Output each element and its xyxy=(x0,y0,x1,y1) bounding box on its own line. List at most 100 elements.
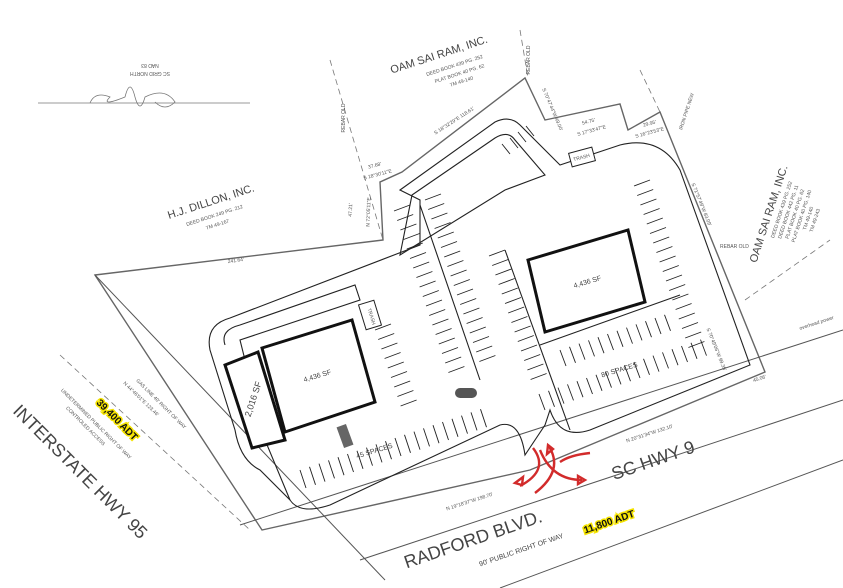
parking-stall-line xyxy=(595,374,603,391)
parking-stall-line xyxy=(678,312,695,320)
svg-text:N 19°18'37"W 198.70': N 19°18'37"W 198.70' xyxy=(446,492,494,513)
svg-text:TRASH: TRASH xyxy=(573,153,591,163)
parking-stall-line xyxy=(656,246,673,253)
svg-text:80 SPACES: 80 SPACES xyxy=(601,362,639,380)
north-aisle xyxy=(399,133,546,257)
parking-stall-line xyxy=(400,399,417,407)
parking-stall-line xyxy=(460,298,477,305)
parking-stall-line xyxy=(569,346,576,363)
parking-stall-line xyxy=(672,293,689,301)
parking-stall-line xyxy=(645,321,652,338)
parking-stall-line xyxy=(488,249,506,257)
svg-text:SC GRID NORTH: SC GRID NORTH xyxy=(130,70,170,76)
parking-island xyxy=(419,204,681,431)
parking-stall-line xyxy=(397,390,414,397)
trash-enclosure xyxy=(567,146,597,168)
parcel-line xyxy=(639,69,661,113)
svg-text:overhead power: overhead power xyxy=(799,315,835,332)
parking-stall-line xyxy=(653,236,670,244)
parking-stall-line xyxy=(616,330,624,347)
parking-stall-line xyxy=(423,428,430,447)
svg-text:REBAR OLD: REBAR OLD xyxy=(526,45,532,74)
parking-stall-line xyxy=(700,339,707,356)
parking-stall-line xyxy=(356,450,364,469)
parking-stall-line xyxy=(548,390,555,407)
parking-stall-line xyxy=(633,361,641,379)
building-small xyxy=(223,350,287,450)
parking-stall-line xyxy=(432,425,440,444)
parking-stall-line xyxy=(671,349,679,366)
arrow-icon xyxy=(519,447,541,488)
north-arrow: SC GRID NORTH NAD 83 xyxy=(38,62,250,108)
parking-stall-line xyxy=(456,288,474,296)
parking-stall-line xyxy=(681,345,688,363)
parking-stall-line xyxy=(318,463,326,482)
parking-stall-line xyxy=(469,326,486,334)
parking-stall-line xyxy=(530,373,547,380)
parking-stall-line xyxy=(406,242,423,250)
parking-stall-line xyxy=(476,345,493,353)
road-label-sc-hwy: SC HWY 9 xyxy=(609,437,697,484)
parking-stall-line xyxy=(466,317,483,324)
parking-stall-line xyxy=(567,384,574,401)
parking-stall-line xyxy=(381,342,398,350)
parking-stall-line xyxy=(514,325,531,333)
parking-stall-line xyxy=(374,323,392,331)
parking-stall-line xyxy=(424,193,442,201)
parking-stall-line xyxy=(378,333,395,340)
parking-stall-line xyxy=(664,314,671,331)
parking-stall-line xyxy=(394,380,411,388)
svg-text:45 SPACES: 45 SPACES xyxy=(356,443,394,461)
parking-stall-line xyxy=(463,307,480,315)
parking-stall-line xyxy=(635,324,643,341)
parking-stall-line xyxy=(438,337,455,345)
parking-stall-line xyxy=(403,233,420,240)
parking-stall-line xyxy=(450,269,467,277)
island-hatch xyxy=(455,388,477,398)
parking-stall-line xyxy=(607,333,614,351)
parking-stall-line xyxy=(413,261,430,269)
road-edge-mid xyxy=(359,399,843,561)
svg-text:S 70°49'06"W 99.35': S 70°49'06"W 99.35' xyxy=(705,327,728,372)
parking-stall-line xyxy=(461,415,468,434)
svg-text:47.21': 47.21' xyxy=(348,203,354,217)
parcel-north: OAM SAI RAM, INC. DEED BOOK 439 PG. 252 … xyxy=(389,34,489,89)
parking-stall-line xyxy=(517,335,534,342)
parking-stall-line xyxy=(665,274,683,282)
parking-stall-line xyxy=(347,453,354,473)
parking-stalls xyxy=(299,125,707,489)
parking-stall-line xyxy=(451,418,459,437)
parking-stall-line xyxy=(626,327,633,344)
parking-stall-line xyxy=(442,421,449,441)
parking-stall-line xyxy=(337,457,345,476)
road-edge-north xyxy=(239,329,843,526)
parking-stall-line xyxy=(662,265,679,272)
drive-lane xyxy=(223,284,361,501)
parking-stall-line xyxy=(527,363,544,371)
parking-stall-line xyxy=(419,280,436,288)
interstate-row-line xyxy=(94,274,386,581)
svg-text:N 72°05'11"E: N 72°05'11"E xyxy=(365,197,372,227)
parking-stall-line xyxy=(431,212,448,220)
parking-stall-line xyxy=(538,393,546,411)
parking-stall-line xyxy=(299,469,307,489)
parking-stall-line xyxy=(437,231,454,239)
parking-stall-line xyxy=(501,287,518,295)
parking-stall-line xyxy=(640,198,657,206)
parcel-west: H.J. DILLON, INC. DEED BOOK 249 PG. 212 … xyxy=(166,182,256,231)
parking-stall-line xyxy=(524,354,541,361)
parcel-line xyxy=(744,239,831,301)
svg-text:241.64': 241.64' xyxy=(227,257,244,265)
parking-stall-line xyxy=(646,217,663,225)
parcel-line xyxy=(329,59,384,241)
parking-stall-line xyxy=(384,352,401,359)
parking-stall-line xyxy=(440,241,458,248)
parking-stall-line xyxy=(597,337,605,354)
parking-stall-line xyxy=(435,328,452,335)
svg-text:S 18°30'11"E: S 18°30'11"E xyxy=(363,168,393,181)
building-left xyxy=(260,318,377,434)
parking-stall-line xyxy=(328,460,335,479)
parking-stall-line xyxy=(385,441,392,460)
parking-stall-line xyxy=(654,317,662,335)
